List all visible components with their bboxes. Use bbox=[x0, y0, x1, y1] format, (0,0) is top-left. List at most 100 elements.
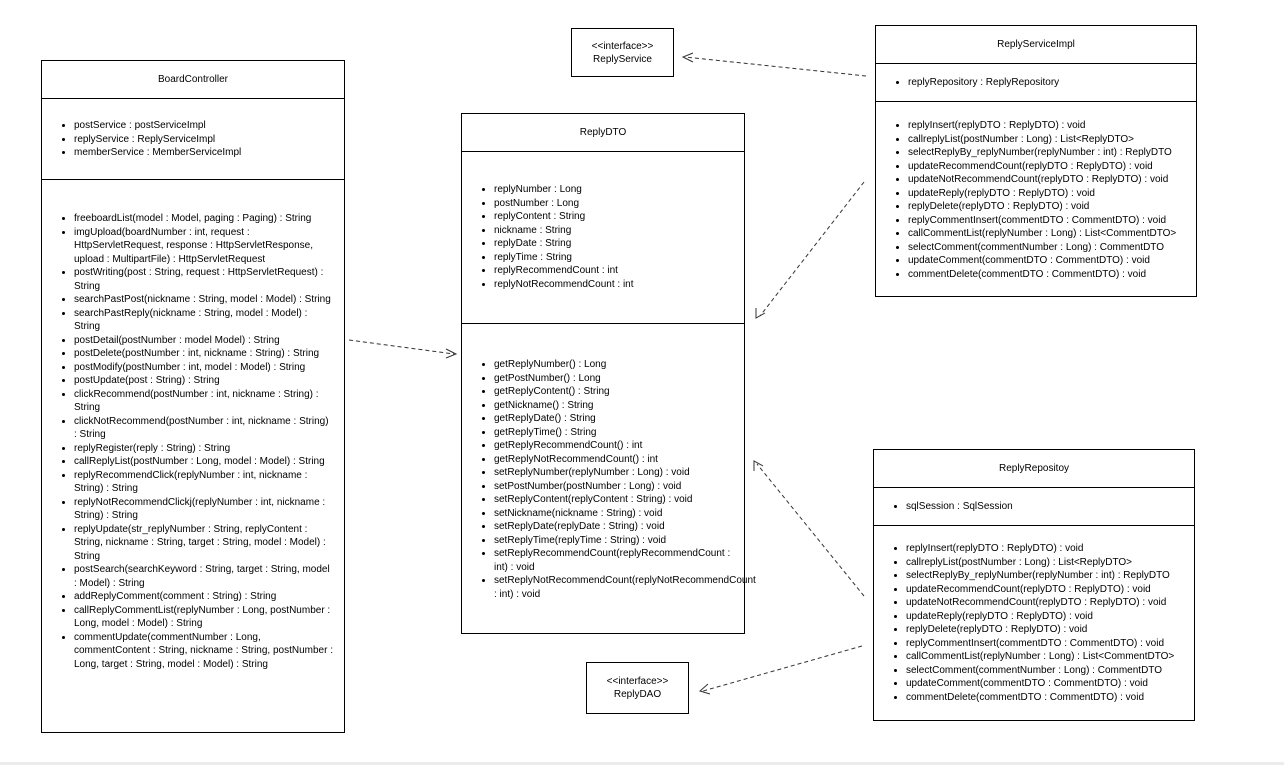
method-item: setReplyNumber(replyNumber : Long) : voi… bbox=[494, 466, 744, 480]
reply-dto-arrowhead-left bbox=[445, 348, 458, 359]
method-item: updateNotRecommendCount(replyDTO : Reply… bbox=[908, 173, 1196, 187]
method-item: clickNotRecommend(postNumber : int, nick… bbox=[74, 415, 340, 442]
method-item: postUpdate(post : String) : String bbox=[74, 374, 340, 388]
attribute-item: replyContent : String bbox=[494, 210, 744, 224]
method-item: callReplyCommentList(replyNumber : Long,… bbox=[74, 604, 340, 631]
reply-service-impl-attributes: replyRepository : ReplyRepository bbox=[876, 64, 1196, 102]
method-item: replyRegister(reply : String) : String bbox=[74, 442, 340, 456]
method-item: replyInsert(replyDTO : ReplyDTO) : void bbox=[906, 542, 1194, 556]
method-item: freeboardList(model : Model, paging : Pa… bbox=[74, 212, 340, 226]
method-item: setReplyDate(replyDate : String) : void bbox=[494, 520, 744, 534]
attribute-item: postNumber : Long bbox=[494, 197, 744, 211]
method-item: replyCommentInsert(commentDTO : CommentD… bbox=[906, 637, 1194, 651]
method-item: setReplyTime(replyTime : String) : void bbox=[494, 534, 744, 548]
method-item: updateReply(replyDTO : ReplyDTO) : void bbox=[906, 610, 1194, 624]
method-item: selectComment(commentNumber : Long) : Co… bbox=[908, 241, 1196, 255]
reply-dao-interface-box[interactable]: <<interface>> ReplyDAO bbox=[586, 662, 689, 714]
method-item: getReplyDate() : String bbox=[494, 412, 744, 426]
repository-to-reply-dto-arrow bbox=[756, 463, 865, 597]
method-item: setPostNumber(postNumber : Long) : void bbox=[494, 480, 744, 494]
method-item: replyNotRecommendClickj(replyNumber : in… bbox=[74, 496, 340, 523]
method-item: updateComment(commentDTO : CommentDTO) :… bbox=[906, 677, 1194, 691]
reply-dto-attributes: replyNumber : LongpostNumber : Longreply… bbox=[462, 152, 744, 324]
reply-dao-name: ReplyDAO bbox=[613, 689, 662, 700]
reply-service-interface-box[interactable]: <<interface>> ReplyService bbox=[571, 28, 674, 77]
method-item: setNickname(nickname : String) : void bbox=[494, 507, 744, 521]
method-item: replyCommentInsert(commentDTO : CommentD… bbox=[908, 214, 1196, 228]
method-item: imgUpload(boardNumber : int, request : H… bbox=[74, 226, 340, 267]
reply-repository-methods: replyInsert(replyDTO : ReplyDTO) : voidc… bbox=[874, 526, 1194, 704]
service-impl-to-reply-service-arrow bbox=[684, 56, 867, 77]
attribute-item: replyRepository : ReplyRepository bbox=[908, 76, 1196, 90]
method-item: commentDelete(commentDTO : CommentDTO) :… bbox=[906, 691, 1194, 705]
reply-service-stereotype: <<interface>> bbox=[591, 40, 654, 52]
method-item: clickRecommend(postNumber : int, nicknam… bbox=[74, 388, 340, 415]
method-item: selectReplyBy_replyNumber(replyNumber : … bbox=[906, 569, 1194, 583]
attribute-item: replyTime : String bbox=[494, 251, 744, 265]
reply-service-name: ReplyService bbox=[593, 53, 652, 65]
reply-service-impl-methods: replyInsert(replyDTO : ReplyDTO) : voidc… bbox=[876, 102, 1196, 281]
method-item: searchPastReply(nickname : String, model… bbox=[74, 307, 340, 334]
method-item: getPostNumber() : Long bbox=[494, 372, 744, 386]
board-controller-to-reply-dto-arrow bbox=[348, 339, 455, 355]
reply-dto-methods: getReplyNumber() : LonggetPostNumber() :… bbox=[462, 324, 756, 601]
reply-dao-arrowhead bbox=[698, 683, 711, 695]
reply-service-impl-title: ReplyServiceImpl bbox=[876, 26, 1196, 64]
method-item: updateRecommendCount(replyDTO : ReplyDTO… bbox=[908, 160, 1196, 174]
method-item: searchPastPost(nickname : String, model … bbox=[74, 293, 340, 307]
method-item: setReplyRecommendCount(replyRecommendCou… bbox=[494, 547, 744, 574]
method-item: postSearch(searchKeyword : String, targe… bbox=[74, 563, 340, 590]
method-item: replyDelete(replyDTO : ReplyDTO) : void bbox=[908, 200, 1196, 214]
reply-repository-title: ReplyRepositoy bbox=[874, 450, 1194, 488]
method-item: selectComment(commentNumber : Long) : Co… bbox=[906, 664, 1194, 678]
attribute-item: memberService : MemberServiceImpl bbox=[74, 146, 344, 160]
method-item: selectReplyBy_replyNumber(replyNumber : … bbox=[908, 146, 1196, 160]
service-impl-to-reply-dto-arrow bbox=[759, 181, 865, 317]
reply-service-impl-class[interactable]: ReplyServiceImpl replyRepository : Reply… bbox=[875, 25, 1197, 297]
method-item: updateNotRecommendCount(replyDTO : Reply… bbox=[906, 596, 1194, 610]
reply-dao-stereotype: <<interface>> bbox=[606, 676, 669, 687]
method-item: commentUpdate(commentNumber : Long, comm… bbox=[74, 631, 340, 672]
attribute-item: nickname : String bbox=[494, 224, 744, 238]
bottom-divider bbox=[0, 762, 1284, 765]
method-item: getReplyNotRecommendCount() : int bbox=[494, 453, 744, 467]
method-item: addReplyComment(comment : String) : Stri… bbox=[74, 590, 340, 604]
attribute-item: sqlSession : SqlSession bbox=[906, 500, 1194, 514]
method-item: getReplyRecommendCount() : int bbox=[494, 439, 744, 453]
method-item: callCommentList(replyNumber : Long) : Li… bbox=[908, 227, 1196, 241]
reply-repository-class[interactable]: ReplyRepositoy sqlSession : SqlSession r… bbox=[873, 449, 1195, 721]
board-controller-title: BoardController bbox=[42, 61, 344, 99]
attribute-item: replyNumber : Long bbox=[494, 183, 744, 197]
reply-dto-title: ReplyDTO bbox=[462, 114, 744, 152]
attribute-item: replyService : ReplyServiceImpl bbox=[74, 133, 344, 147]
board-controller-attributes: postService : postServiceImplreplyServic… bbox=[42, 99, 344, 180]
method-item: replyUpdate(str_replyNumber : String, re… bbox=[74, 523, 340, 564]
method-item: getReplyNumber() : Long bbox=[494, 358, 744, 372]
method-item: updateRecommendCount(replyDTO : ReplyDTO… bbox=[906, 583, 1194, 597]
attribute-item: replyRecommendCount : int bbox=[494, 264, 744, 278]
method-item: getNickname() : String bbox=[494, 399, 744, 413]
method-item: getReplyContent() : String bbox=[494, 385, 744, 399]
method-item: postWriting(post : String, request : Htt… bbox=[74, 266, 340, 293]
method-item: replyInsert(replyDTO : ReplyDTO) : void bbox=[908, 119, 1196, 133]
method-item: callreplyList(postNumber : Long) : List<… bbox=[906, 556, 1194, 570]
method-item: replyRecommendClick(replyNumber : int, n… bbox=[74, 469, 340, 496]
attribute-item: replyNotRecommendCount : int bbox=[494, 278, 744, 292]
reply-dto-arrowhead-bottom bbox=[753, 460, 764, 471]
reply-repository-attributes: sqlSession : SqlSession bbox=[874, 488, 1194, 526]
method-item: setReplyNotRecommendCount(replyNotRecomm… bbox=[494, 574, 756, 601]
board-controller-class[interactable]: BoardController postService : postServic… bbox=[41, 60, 345, 733]
reply-dto-arrowhead-top bbox=[755, 308, 766, 319]
method-item: commentDelete(commentDTO : CommentDTO) :… bbox=[908, 268, 1196, 282]
method-item: callreplyList(postNumber : Long) : List<… bbox=[908, 133, 1196, 147]
method-item: updateReply(replyDTO : ReplyDTO) : void bbox=[908, 187, 1196, 201]
method-item: updateComment(commentDTO : CommentDTO) :… bbox=[908, 254, 1196, 268]
method-item: setReplyContent(replyContent : String) :… bbox=[494, 493, 744, 507]
attribute-item: replyDate : String bbox=[494, 237, 744, 251]
attribute-item: postService : postServiceImpl bbox=[74, 119, 344, 133]
method-item: callCommentList(replyNumber : Long) : Li… bbox=[906, 650, 1194, 664]
method-item: postDelete(postNumber : int, nickname : … bbox=[74, 347, 340, 361]
reply-dto-class[interactable]: ReplyDTO replyNumber : LongpostNumber : … bbox=[461, 113, 756, 634]
method-item: replyDelete(replyDTO : ReplyDTO) : void bbox=[906, 623, 1194, 637]
